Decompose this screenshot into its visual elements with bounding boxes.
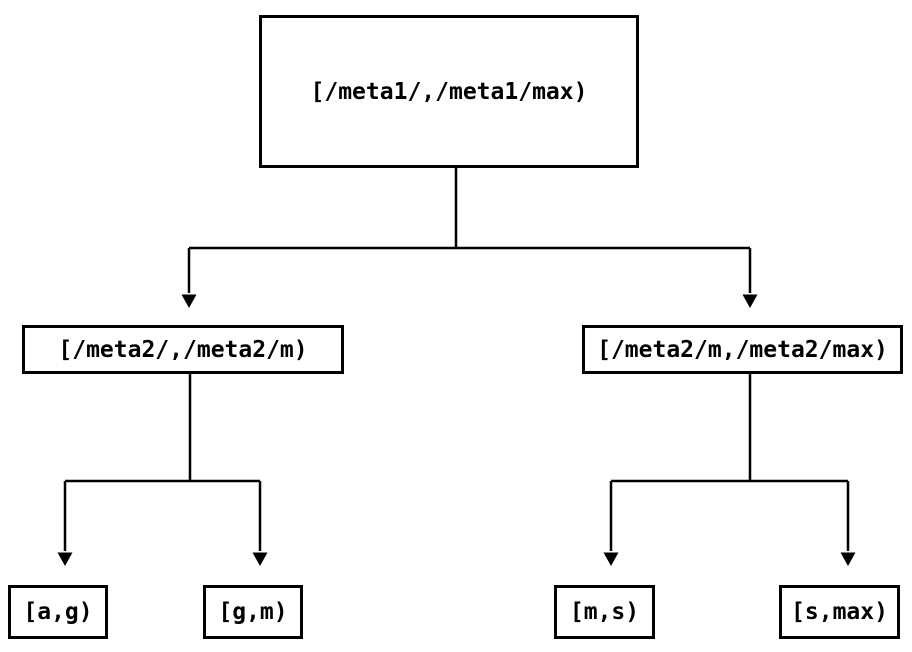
tree-node-root-label: [/meta1/,/meta1/max) [310, 78, 588, 105]
arrowhead-down-icon [252, 552, 268, 566]
tree-node-leaf-ag: [a,g) [8, 585, 108, 639]
arrowhead-down-icon [840, 552, 856, 566]
tree-node-left-child: [/meta2/,/meta2/m) [22, 325, 344, 374]
tree-node-leaf-gm: [g,m) [203, 585, 303, 639]
arrowhead-down-icon [57, 552, 73, 566]
tree-node-leaf-ms: [m,s) [554, 585, 655, 639]
arrowhead-down-icon [742, 294, 758, 308]
tree-node-leaf-ag-label: [a,g) [23, 599, 93, 625]
tree-node-leaf-gm-label: [g,m) [218, 599, 288, 625]
tree-node-right-child: [/meta2/m,/meta2/max) [582, 325, 903, 374]
tree-node-leaf-ms-label: [m,s) [569, 599, 640, 625]
tree-node-root: [/meta1/,/meta1/max) [259, 15, 639, 168]
tree-node-leaf-smax-label: [s,max) [791, 599, 888, 625]
tree-node-right-child-label: [/meta2/m,/meta2/max) [597, 336, 888, 363]
arrowhead-down-icon [603, 552, 619, 566]
tree-node-leaf-smax: [s,max) [779, 585, 900, 639]
arrowhead-down-icon [181, 294, 197, 308]
tree-node-left-child-label: [/meta2/,/meta2/m) [58, 336, 308, 363]
